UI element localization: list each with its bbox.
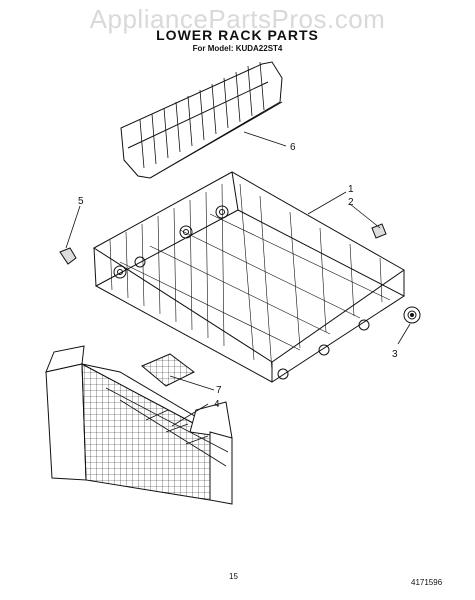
watermark: AppliancePartsPros.com [89,4,386,34]
basket-cover[interactable] [141,353,195,387]
callout-4: 4 [214,399,220,410]
rack-wheel[interactable] [403,306,421,324]
callout-3: 3 [392,349,398,360]
model-subtitle: For Model: KUDA22ST4 [192,44,283,53]
rack-tines-insert[interactable] [120,61,283,179]
callout-5: 5 [78,196,84,207]
left-clip[interactable] [59,247,77,265]
page-number: 15 [229,572,238,581]
diagram-title: LOWER RACK PARTS [156,27,319,43]
callout-7: 7 [216,385,222,396]
silverware-basket[interactable] [45,345,233,505]
callout-6: 6 [290,142,296,153]
lower-rack[interactable] [93,171,405,383]
right-clip[interactable] [371,223,387,239]
callout-1: 1 [348,184,354,195]
document-code: 4171596 [411,578,443,587]
callout-2: 2 [348,197,354,208]
leader-lines [65,131,411,427]
